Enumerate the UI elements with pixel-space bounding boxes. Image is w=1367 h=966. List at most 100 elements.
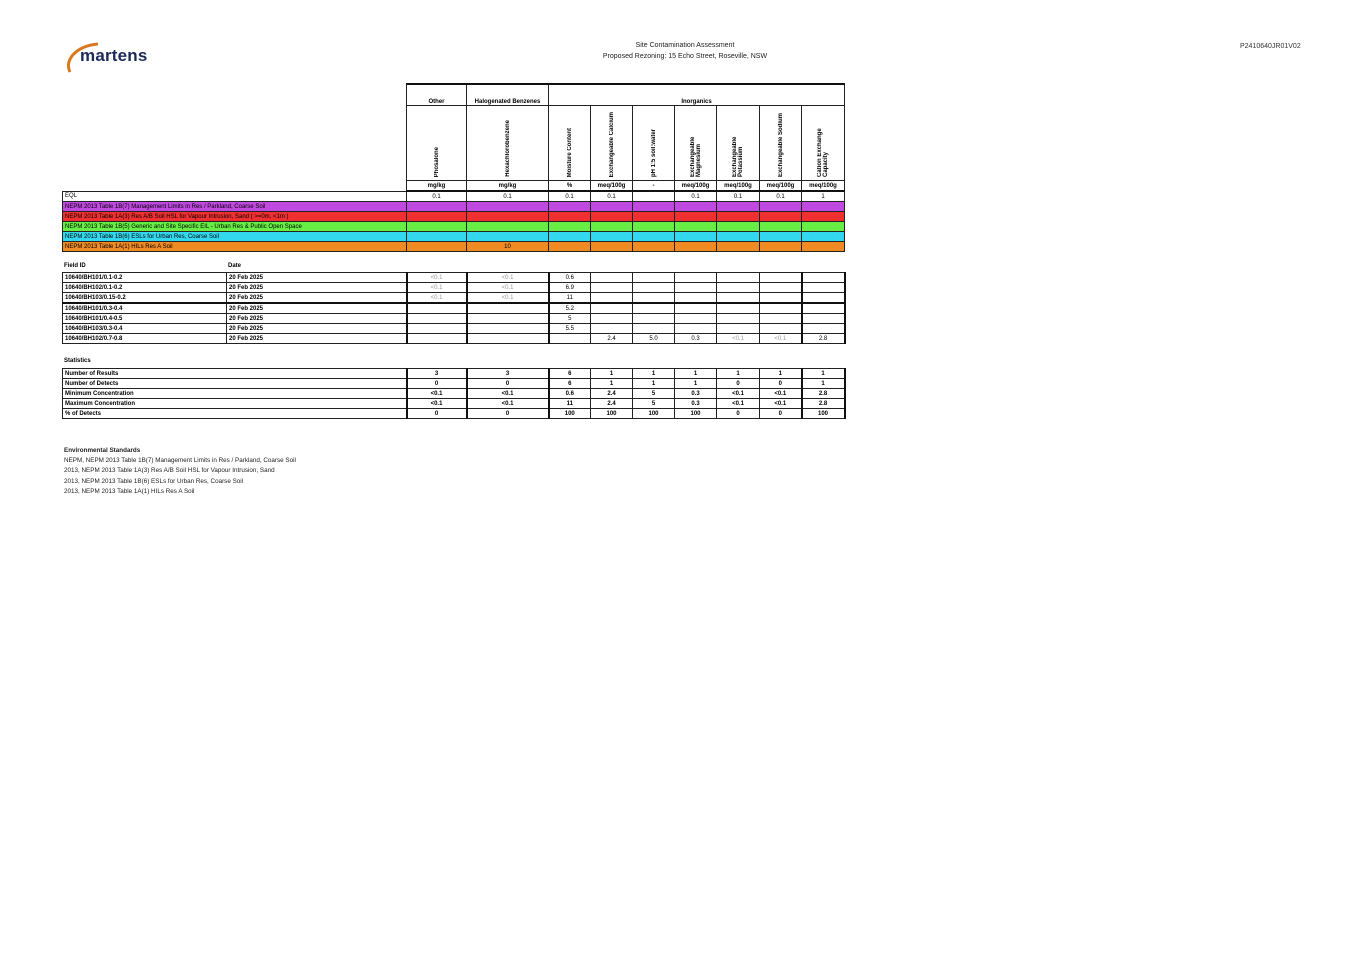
result-value <box>759 272 802 283</box>
statistic-value: 0.6 <box>547 388 591 399</box>
result-value: 0.3 <box>674 333 717 344</box>
statistic-label: Maximum Concentration <box>62 398 407 409</box>
eql-label: EQL <box>62 190 407 202</box>
martens-logo: martens <box>62 42 162 74</box>
standard-value <box>406 221 467 232</box>
result-value <box>800 292 846 304</box>
environmental-standards: Environmental Standards NEPM, NEPM 2013 … <box>64 446 296 497</box>
env-standard-line: 2013, NEPM 2013 Table 1A(1) HILs Res A S… <box>64 487 195 495</box>
standard-value <box>632 231 675 242</box>
standard-value <box>716 241 760 252</box>
standard-label: NEPM 2013 Table 1A(3) Res A/B Soil HSL f… <box>62 211 407 222</box>
statistics-title: Statistics <box>64 358 91 364</box>
analyte-name: Exchangeable Calcium <box>608 111 615 177</box>
statistic-value: 0 <box>465 378 549 389</box>
standard-value <box>406 211 467 222</box>
standard-value <box>800 221 846 232</box>
eql-value: 1 <box>800 190 846 202</box>
statistic-value: 0 <box>465 408 549 419</box>
statistic-value: 6 <box>547 368 591 379</box>
statistic-value: 1 <box>590 378 633 389</box>
standard-value <box>632 201 675 212</box>
statistic-label: Number of Results <box>62 368 407 379</box>
analyte-header: Phosalone <box>406 105 467 181</box>
result-value <box>632 282 675 293</box>
statistic-value: 0 <box>405 378 467 389</box>
result-value: <0.1 <box>759 333 802 344</box>
result-value <box>590 282 633 293</box>
standard-label: NEPM 2013 Table 1B(6) ESLs for Urban Res… <box>62 231 407 242</box>
result-value <box>590 292 633 304</box>
field-id: 10640/BH103/0.15-0.2 <box>62 292 227 304</box>
statistic-value: 0.3 <box>674 398 717 409</box>
spacer <box>63 84 407 106</box>
standard-row: NEPM 2013 Table 1B(5) Generic and Site S… <box>62 221 846 232</box>
statistic-value: 1 <box>632 368 675 379</box>
eql-value <box>632 190 675 202</box>
statistic-value: <0.1 <box>759 398 802 409</box>
standard-value <box>590 211 633 222</box>
standard-value <box>674 221 717 232</box>
standard-value <box>466 221 549 232</box>
unit-cell: mg/kg <box>406 180 467 192</box>
result-value <box>800 302 846 314</box>
statistic-value: 1 <box>800 368 846 379</box>
statistic-value: 1 <box>632 378 675 389</box>
statistic-value: <0.1 <box>405 388 467 399</box>
standard-value <box>674 241 717 252</box>
env-standard-line: 2013, NEPM 2013 Table 1A(3) Res A/B Soil… <box>64 467 275 475</box>
standard-value <box>466 201 549 212</box>
statistic-value: 100 <box>590 408 633 419</box>
result-value <box>632 313 675 324</box>
standard-value <box>716 201 760 212</box>
eql-value: 0.1 <box>466 190 549 202</box>
result-value <box>590 323 633 334</box>
report-reference: P2410640JR01V02 <box>1240 43 1301 50</box>
statistic-value: 2.8 <box>800 388 846 399</box>
statistic-value: <0.1 <box>405 398 467 409</box>
statistic-value: 0 <box>405 408 467 419</box>
analyte-header: Exchangeable Magnesium <box>674 105 717 181</box>
analyte-name: Phosalone <box>433 146 440 177</box>
analyte-header: Exchangeable Sodium <box>759 105 802 181</box>
result-value <box>759 302 802 314</box>
result-value <box>716 313 760 324</box>
result-value <box>590 302 633 314</box>
unit-cell: meq/100g <box>674 180 717 192</box>
standard-value <box>759 221 802 232</box>
result-value: 5.2 <box>547 302 591 314</box>
standard-value <box>800 211 846 222</box>
result-value: <0.1 <box>716 333 760 344</box>
standard-value <box>800 231 846 242</box>
statistic-label: Number of Detects <box>62 378 407 389</box>
result-value <box>405 302 467 314</box>
statistic-value: 100 <box>547 408 591 419</box>
field-id-header: Field ID <box>64 263 86 269</box>
standard-value <box>406 231 467 242</box>
result-value <box>674 272 717 283</box>
standard-label: NEPM 2013 Table 1A(1) HILs Res A Soil <box>62 241 407 252</box>
result-value <box>674 292 717 304</box>
field-id: 10640/BH102/0.7-0.8 <box>62 333 227 344</box>
standard-value <box>759 211 802 222</box>
statistic-value: 3 <box>405 368 467 379</box>
statistic-value: 1 <box>716 368 760 379</box>
standard-value: 10 <box>466 241 549 252</box>
eql-value: 0.1 <box>548 190 591 202</box>
sample-date: 20 Feb 2025 <box>226 313 407 324</box>
sample-date: 20 Feb 2025 <box>226 302 407 314</box>
statistic-value: 6 <box>547 378 591 389</box>
result-value <box>800 272 846 283</box>
result-value: <0.1 <box>465 292 549 304</box>
standard-value <box>548 211 591 222</box>
result-value <box>632 302 675 314</box>
result-value <box>716 282 760 293</box>
result-value <box>465 333 549 344</box>
